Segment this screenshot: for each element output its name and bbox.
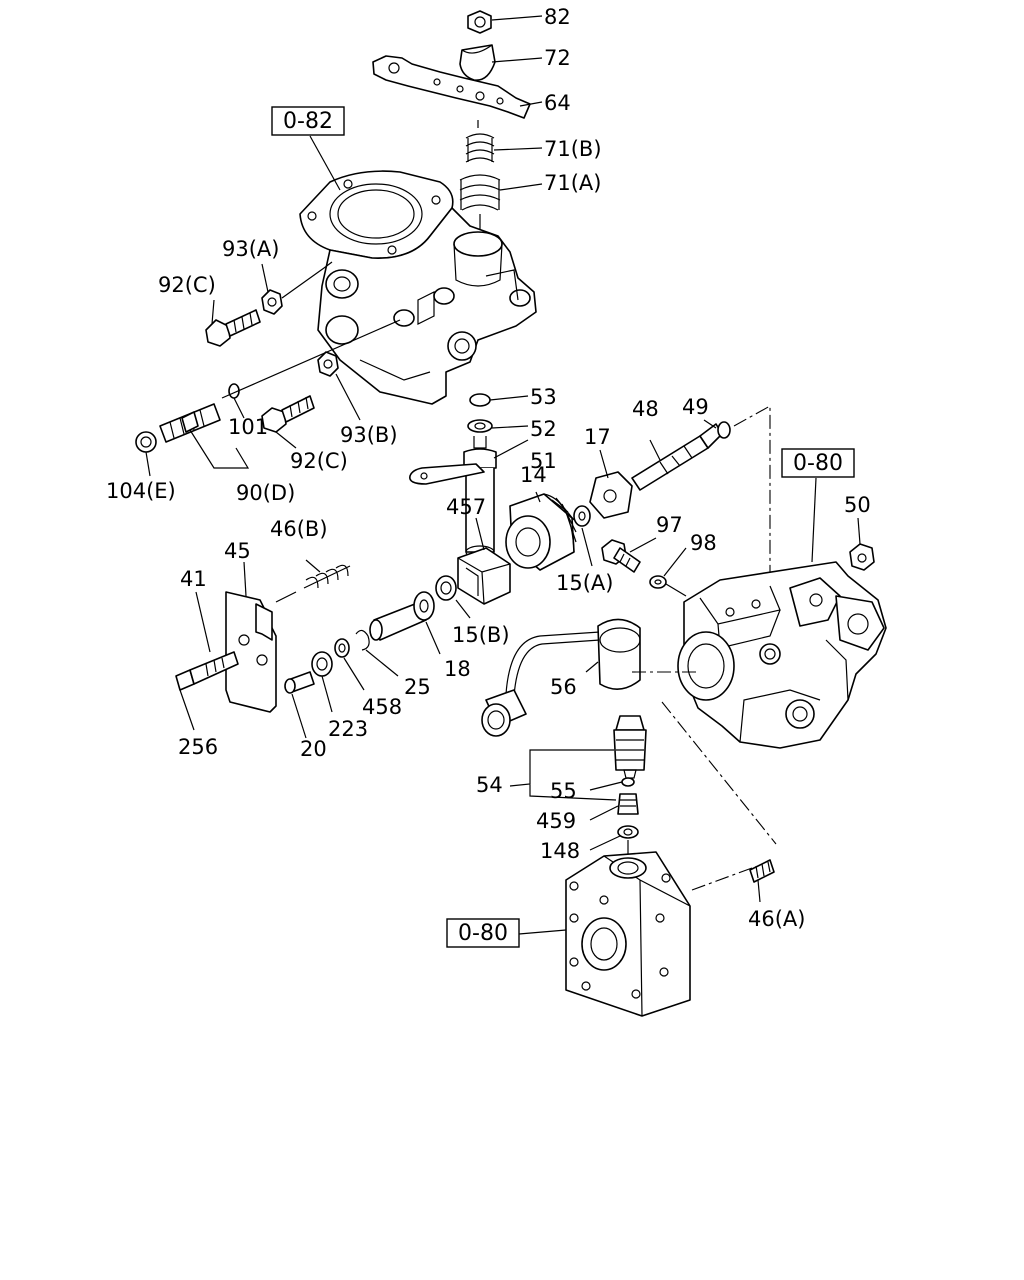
- label-71a: 71(A): [544, 171, 601, 195]
- svg-text:0-80: 0-80: [793, 451, 843, 476]
- label-90d: 90(D): [236, 481, 295, 505]
- label-256: 256: [178, 735, 218, 759]
- screw-20: [284, 671, 315, 694]
- label-46b: 46(B): [270, 517, 328, 541]
- svg-text:0-82: 0-82: [283, 109, 333, 134]
- label-49: 49: [682, 395, 709, 419]
- nut-93a: [261, 289, 283, 315]
- label-104e: 104(E): [106, 479, 176, 503]
- label-25: 25: [404, 675, 431, 699]
- screw-97: [601, 539, 641, 573]
- label-458: 458: [362, 695, 402, 719]
- label-457: 457: [446, 495, 486, 519]
- label-54: 54: [476, 773, 503, 797]
- part-labels: 82 72 64 71(B) 71(A) 93(A) 92(C) 53 52 5…: [106, 5, 871, 931]
- label-41: 41: [180, 567, 207, 591]
- label-82: 82: [544, 5, 571, 29]
- solenoid-56: [481, 618, 641, 737]
- label-45: 45: [224, 539, 251, 563]
- washer-15b: [435, 575, 457, 601]
- label-71b: 71(B): [544, 137, 602, 161]
- nut-93b: [317, 351, 339, 377]
- washer-98: [649, 575, 667, 589]
- plate-64: [372, 55, 531, 119]
- label-98: 98: [690, 531, 717, 555]
- nut-104e: [135, 431, 157, 453]
- oring-53: [469, 393, 491, 407]
- ref-box-0-80-right: 0-80: [781, 448, 855, 478]
- filter-459: [617, 793, 639, 815]
- label-15b: 15(B): [452, 623, 510, 647]
- shaft-51: [409, 436, 497, 559]
- label-92c-top: 92(C): [158, 273, 216, 297]
- label-51: 51: [530, 449, 557, 473]
- label-459: 459: [536, 809, 576, 833]
- oring-49: [717, 421, 731, 439]
- svg-text:0-80: 0-80: [458, 921, 508, 946]
- pin-256: [175, 651, 239, 691]
- valve-54: [613, 715, 647, 779]
- governor-housing: [299, 170, 537, 405]
- label-18: 18: [444, 657, 471, 681]
- spring-71b: [465, 120, 495, 163]
- stud-90d: [159, 403, 221, 443]
- label-46a: 46(A): [748, 907, 805, 931]
- stud-46a: [749, 859, 775, 883]
- label-93b: 93(B): [340, 423, 398, 447]
- label-53: 53: [530, 385, 557, 409]
- nut-82: [467, 10, 492, 34]
- label-48: 48: [632, 397, 659, 421]
- label-223: 223: [328, 717, 368, 741]
- clip-25: [355, 629, 370, 651]
- head-block: [565, 851, 691, 1017]
- shaft-48: [631, 423, 723, 491]
- label-55: 55: [550, 779, 577, 803]
- bolt-92c-bottom: [261, 395, 315, 433]
- washer-52: [467, 419, 493, 433]
- lever-72: [459, 44, 496, 81]
- nut-50: [849, 543, 875, 571]
- label-20: 20: [300, 737, 327, 761]
- label-56: 56: [550, 675, 577, 699]
- label-14: 14: [520, 463, 547, 487]
- ring-458: [334, 638, 350, 658]
- bolt-92c-top: [205, 309, 261, 347]
- washer-148: [617, 825, 639, 839]
- coupling-457: [457, 547, 511, 605]
- label-17: 17: [584, 425, 611, 449]
- spring-71a: [459, 174, 501, 211]
- bracket-45: [225, 591, 277, 713]
- washer-15a: [573, 505, 591, 527]
- label-101: 101: [228, 415, 268, 439]
- leader-lines: [145, 15, 861, 903]
- bushing-223: [311, 651, 333, 677]
- label-64: 64: [544, 91, 571, 115]
- spring-46b: [303, 564, 351, 589]
- shaft-18: [369, 591, 435, 641]
- plate-17: [589, 471, 633, 519]
- label-72: 72: [544, 46, 571, 70]
- ref-box-0-82: 0-82: [271, 106, 345, 136]
- label-92c-bottom: 92(C): [290, 449, 348, 473]
- label-148: 148: [540, 839, 580, 863]
- label-52: 52: [530, 417, 557, 441]
- label-50: 50: [844, 493, 871, 517]
- label-97: 97: [656, 513, 683, 537]
- pump-housing: [677, 561, 887, 749]
- gear-14: [505, 493, 577, 571]
- label-93a: 93(A): [222, 237, 279, 261]
- label-15a: 15(A): [556, 571, 613, 595]
- ref-box-0-80-bottom: 0-80: [446, 918, 520, 948]
- oring-55: [621, 777, 635, 787]
